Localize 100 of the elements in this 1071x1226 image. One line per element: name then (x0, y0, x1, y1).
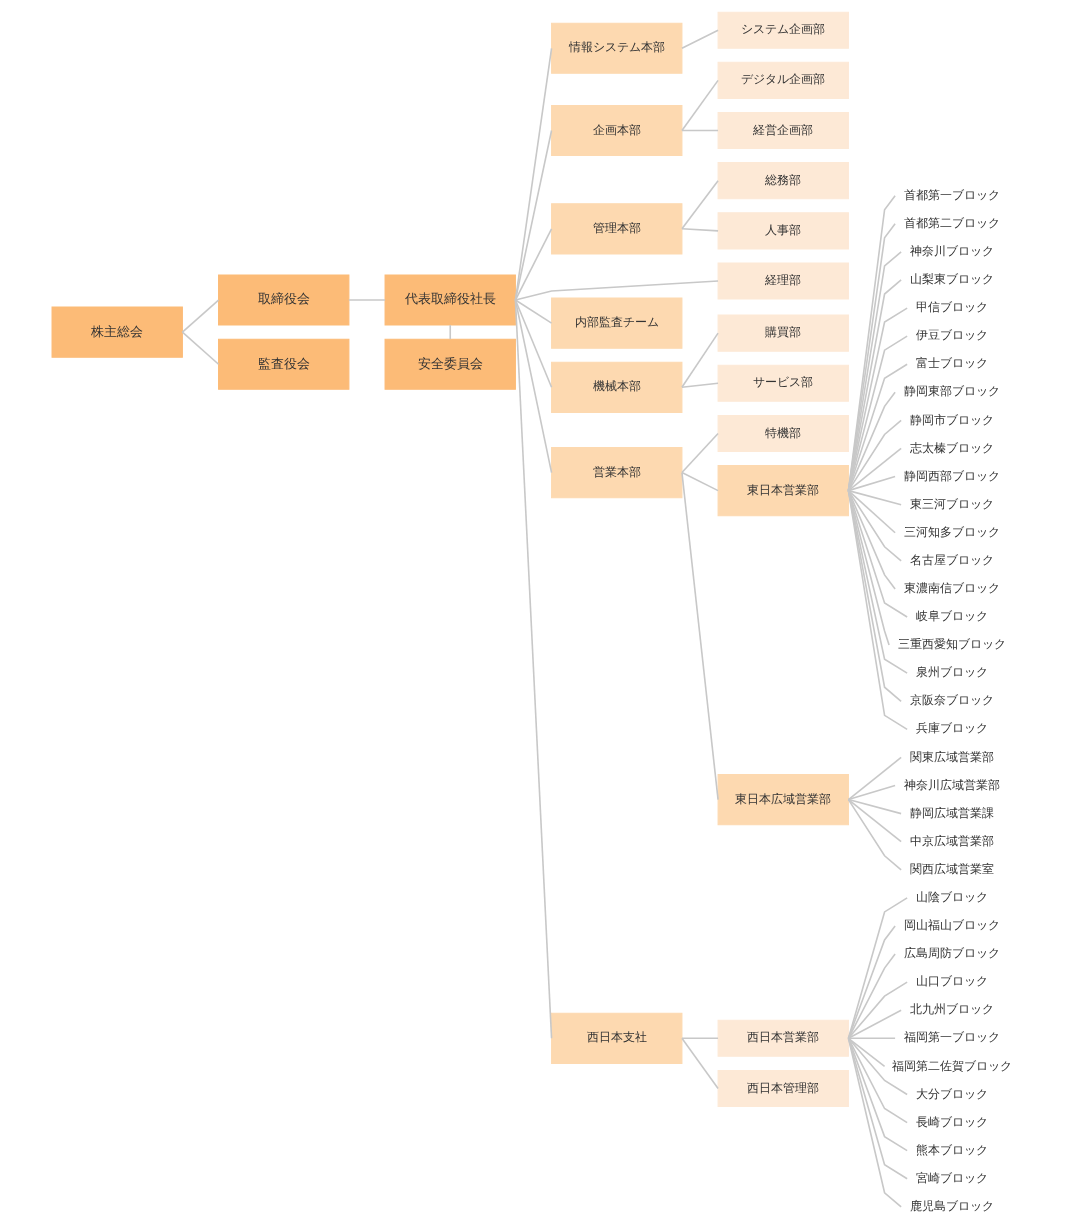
connector (680, 1037, 719, 1090)
node-text: 関東広域営業部 (909, 749, 994, 764)
node-text: 東三河ブロック (909, 496, 994, 511)
node-box: 株主総会 (51, 306, 183, 358)
node-text: 三重西愛知ブロック (897, 637, 1006, 652)
node-box: 経営企画部 (717, 111, 849, 150)
node-text: 広島周防ブロック (903, 946, 1000, 961)
connector (847, 756, 902, 801)
connector (847, 897, 908, 1040)
node-text: 首都第一ブロック (903, 187, 1000, 202)
connector (847, 489, 902, 562)
connector (847, 391, 896, 492)
node-text: 長崎ブロック (915, 1114, 988, 1129)
connector (347, 299, 386, 301)
node-text: 東濃南信ブロック (903, 581, 1000, 596)
connector (847, 489, 896, 590)
node-box: 東日本広域営業部 (717, 774, 849, 826)
node-box: 安全委員会 (384, 338, 516, 390)
connector (680, 179, 719, 230)
connector (847, 798, 902, 843)
connector (514, 129, 552, 301)
node-box: 経理部 (717, 262, 849, 300)
connector (514, 299, 552, 389)
connector (847, 1009, 902, 1040)
connector (847, 419, 902, 492)
node-text: 岡山福山ブロック (903, 918, 1000, 933)
node-text: 山口ブロック (915, 974, 988, 989)
node-text: 名古屋ブロック (909, 552, 994, 567)
connector (680, 29, 719, 50)
connector (514, 280, 719, 301)
connector (847, 363, 908, 492)
node-text: 首都第二ブロック (903, 215, 1000, 230)
node-text: 北九州ブロック (909, 1002, 994, 1017)
node-text: 静岡東部ブロック (903, 384, 1000, 399)
node-box: デジタル企画部 (717, 61, 849, 99)
connector (680, 332, 719, 389)
node-text: 静岡市ブロック (909, 412, 994, 427)
connector (680, 129, 719, 132)
connector (847, 307, 908, 492)
node-text: 泉州ブロック (915, 665, 988, 680)
node-box: 代表取締役社長 (384, 274, 516, 326)
connector (847, 489, 896, 534)
node-box: 購買部 (717, 314, 849, 352)
node-text: 静岡広域営業課 (909, 805, 994, 820)
node-box: 人事部 (717, 212, 849, 250)
node-box: 機械本部 (550, 361, 682, 413)
node-box: 東日本営業部 (717, 465, 849, 517)
connector (847, 1037, 902, 1208)
connector (847, 489, 902, 506)
node-box: 西日本管理部 (717, 1069, 849, 1107)
connector (680, 1037, 719, 1040)
connector (847, 447, 902, 492)
node-text: 富士ブロック (915, 356, 988, 371)
node-box: 企画本部 (550, 104, 682, 157)
node-box: 管理本部 (550, 203, 682, 255)
node-text: 山陰ブロック (915, 889, 988, 904)
node-text: 岐阜ブロック (915, 609, 988, 624)
node-text: 志太榛ブロック (909, 440, 994, 455)
connector (448, 324, 451, 340)
connector (847, 489, 908, 618)
connector (680, 471, 719, 492)
connector (847, 784, 896, 801)
connector (514, 47, 552, 301)
node-text: 福岡第一ブロック (903, 1030, 1000, 1045)
connector (680, 228, 719, 232)
connector (847, 475, 896, 492)
connector (847, 1037, 896, 1040)
node-text: 関西広域営業室 (909, 861, 994, 876)
node-text: 山梨東ブロック (909, 272, 994, 287)
connector (514, 299, 552, 1040)
node-box: 内部監査チーム (550, 297, 682, 349)
node-box: サービス部 (717, 364, 849, 402)
node-text: 神奈川広域営業部 (903, 777, 1000, 792)
node-box: 情報システム本部 (550, 22, 682, 74)
connector (181, 299, 219, 333)
connector (680, 432, 719, 474)
node-text: 宮崎ブロック (915, 1170, 988, 1185)
connector (847, 798, 902, 871)
node-text: 神奈川ブロック (909, 244, 994, 258)
connector (680, 471, 719, 801)
node-text: 兵庫ブロック (915, 721, 988, 736)
node-text: 大分ブロック (915, 1086, 988, 1101)
node-text: 三河知多ブロック (903, 524, 1000, 539)
connector (847, 1037, 908, 1152)
connector (847, 1037, 908, 1180)
node-text: 伊豆ブロック (915, 328, 988, 343)
node-box: 総務部 (717, 162, 849, 200)
connector (847, 925, 896, 1040)
connector (847, 489, 908, 674)
connector (181, 331, 219, 366)
node-box: 特機部 (717, 414, 849, 452)
node-text: 福岡第二佐賀ブロック (891, 1058, 1012, 1073)
connector (847, 1037, 908, 1096)
node-text: 甲信ブロック (915, 300, 988, 315)
connector (847, 489, 908, 731)
node-text: 静岡西部ブロック (903, 468, 1000, 483)
node-box: 西日本営業部 (717, 1019, 849, 1057)
node-box: 営業本部 (550, 447, 682, 499)
connector (847, 798, 902, 815)
connector (847, 953, 896, 1040)
